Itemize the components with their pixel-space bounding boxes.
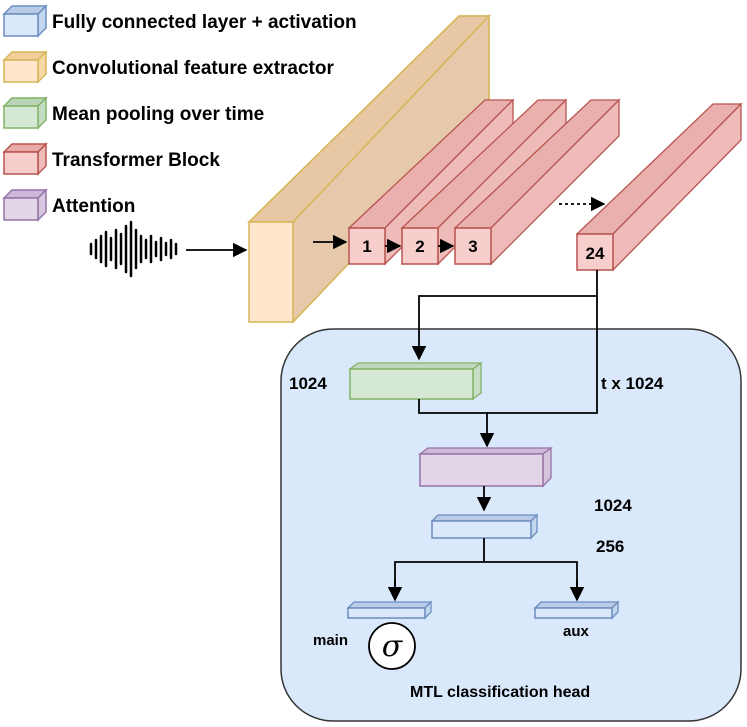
- fc-layer-block: [430, 513, 539, 540]
- transformer-block-3: 3: [453, 98, 621, 266]
- transformer-block-1-label: 1: [362, 237, 371, 256]
- legend-label-conv: Convolutional feature extractor: [52, 58, 334, 79]
- fc2-dim-label: 256: [596, 537, 624, 556]
- legend-item-conv: Convolutional feature extractor: [2, 50, 334, 84]
- legend-item-fc: Fully connected layer + activation: [2, 4, 357, 38]
- sigmoid-symbol: σ: [382, 629, 404, 664]
- sigmoid-icon: σ: [368, 622, 416, 670]
- pool-dim-label: 1024: [289, 374, 327, 393]
- legend-item-pool: Mean pooling over time: [2, 96, 264, 130]
- mtl-head-title: MTL classification head: [410, 684, 590, 701]
- attention-block: [418, 446, 553, 488]
- legend-label-pool: Mean pooling over time: [52, 104, 264, 125]
- transformer-block-24: 24: [575, 102, 743, 272]
- aux-head-label: aux: [563, 623, 590, 640]
- legend-label-fc: Fully connected layer + activation: [52, 12, 357, 33]
- arrow-b24-to-pool: [411, 270, 598, 361]
- transformer-block-3-label: 3: [468, 237, 477, 256]
- transformer-block-2-label: 2: [415, 237, 424, 256]
- legend: Fully connected layer + activation Convo…: [2, 4, 357, 222]
- fc1-dim-label: 1024: [594, 496, 632, 515]
- arrow-pool-to-attention: [418, 399, 495, 448]
- aux-head-block: [533, 600, 620, 620]
- main-head-block: [346, 600, 433, 620]
- mean-pooling-block: [348, 361, 483, 401]
- legend-label-attention: Attention: [52, 196, 135, 217]
- legend-item-attention: Attention: [2, 188, 135, 222]
- legend-label-transformer: Transformer Block: [52, 150, 220, 171]
- legend-item-transformer: Transformer Block: [2, 142, 220, 176]
- seq-dim-label: t x 1024: [601, 374, 664, 393]
- main-head-label: main: [313, 632, 348, 649]
- transformer-block-24-label: 24: [586, 244, 605, 263]
- line-b24-skip: [487, 296, 598, 414]
- waveform-icon: [89, 220, 178, 278]
